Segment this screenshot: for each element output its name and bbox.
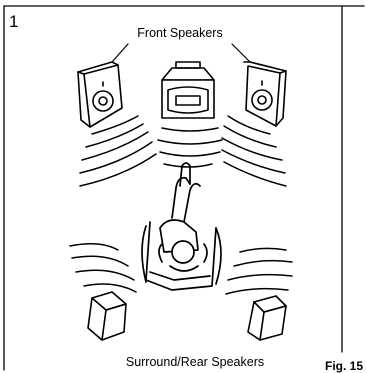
listener-in-armchair-icon [142, 163, 221, 290]
label-leader-left [112, 44, 128, 62]
rear-speakers-label: Surround/Rear Speakers [126, 355, 264, 369]
front-right-speaker-icon [244, 62, 286, 126]
front-speakers-label: Front Speakers [137, 26, 222, 40]
page-marker: 1 [9, 12, 18, 31]
front-center-sound-waves [158, 128, 222, 167]
front-center-speaker-icon [162, 62, 214, 118]
label-leader-right [232, 44, 250, 62]
rear-left-speaker-icon [88, 292, 126, 340]
rear-right-sound-waves [226, 248, 292, 294]
rear-right-speaker-icon [248, 296, 286, 340]
rear-left-sound-waves [70, 244, 136, 292]
front-left-speaker-icon [78, 62, 122, 127]
figure-number: Fig. 15 [325, 359, 363, 373]
